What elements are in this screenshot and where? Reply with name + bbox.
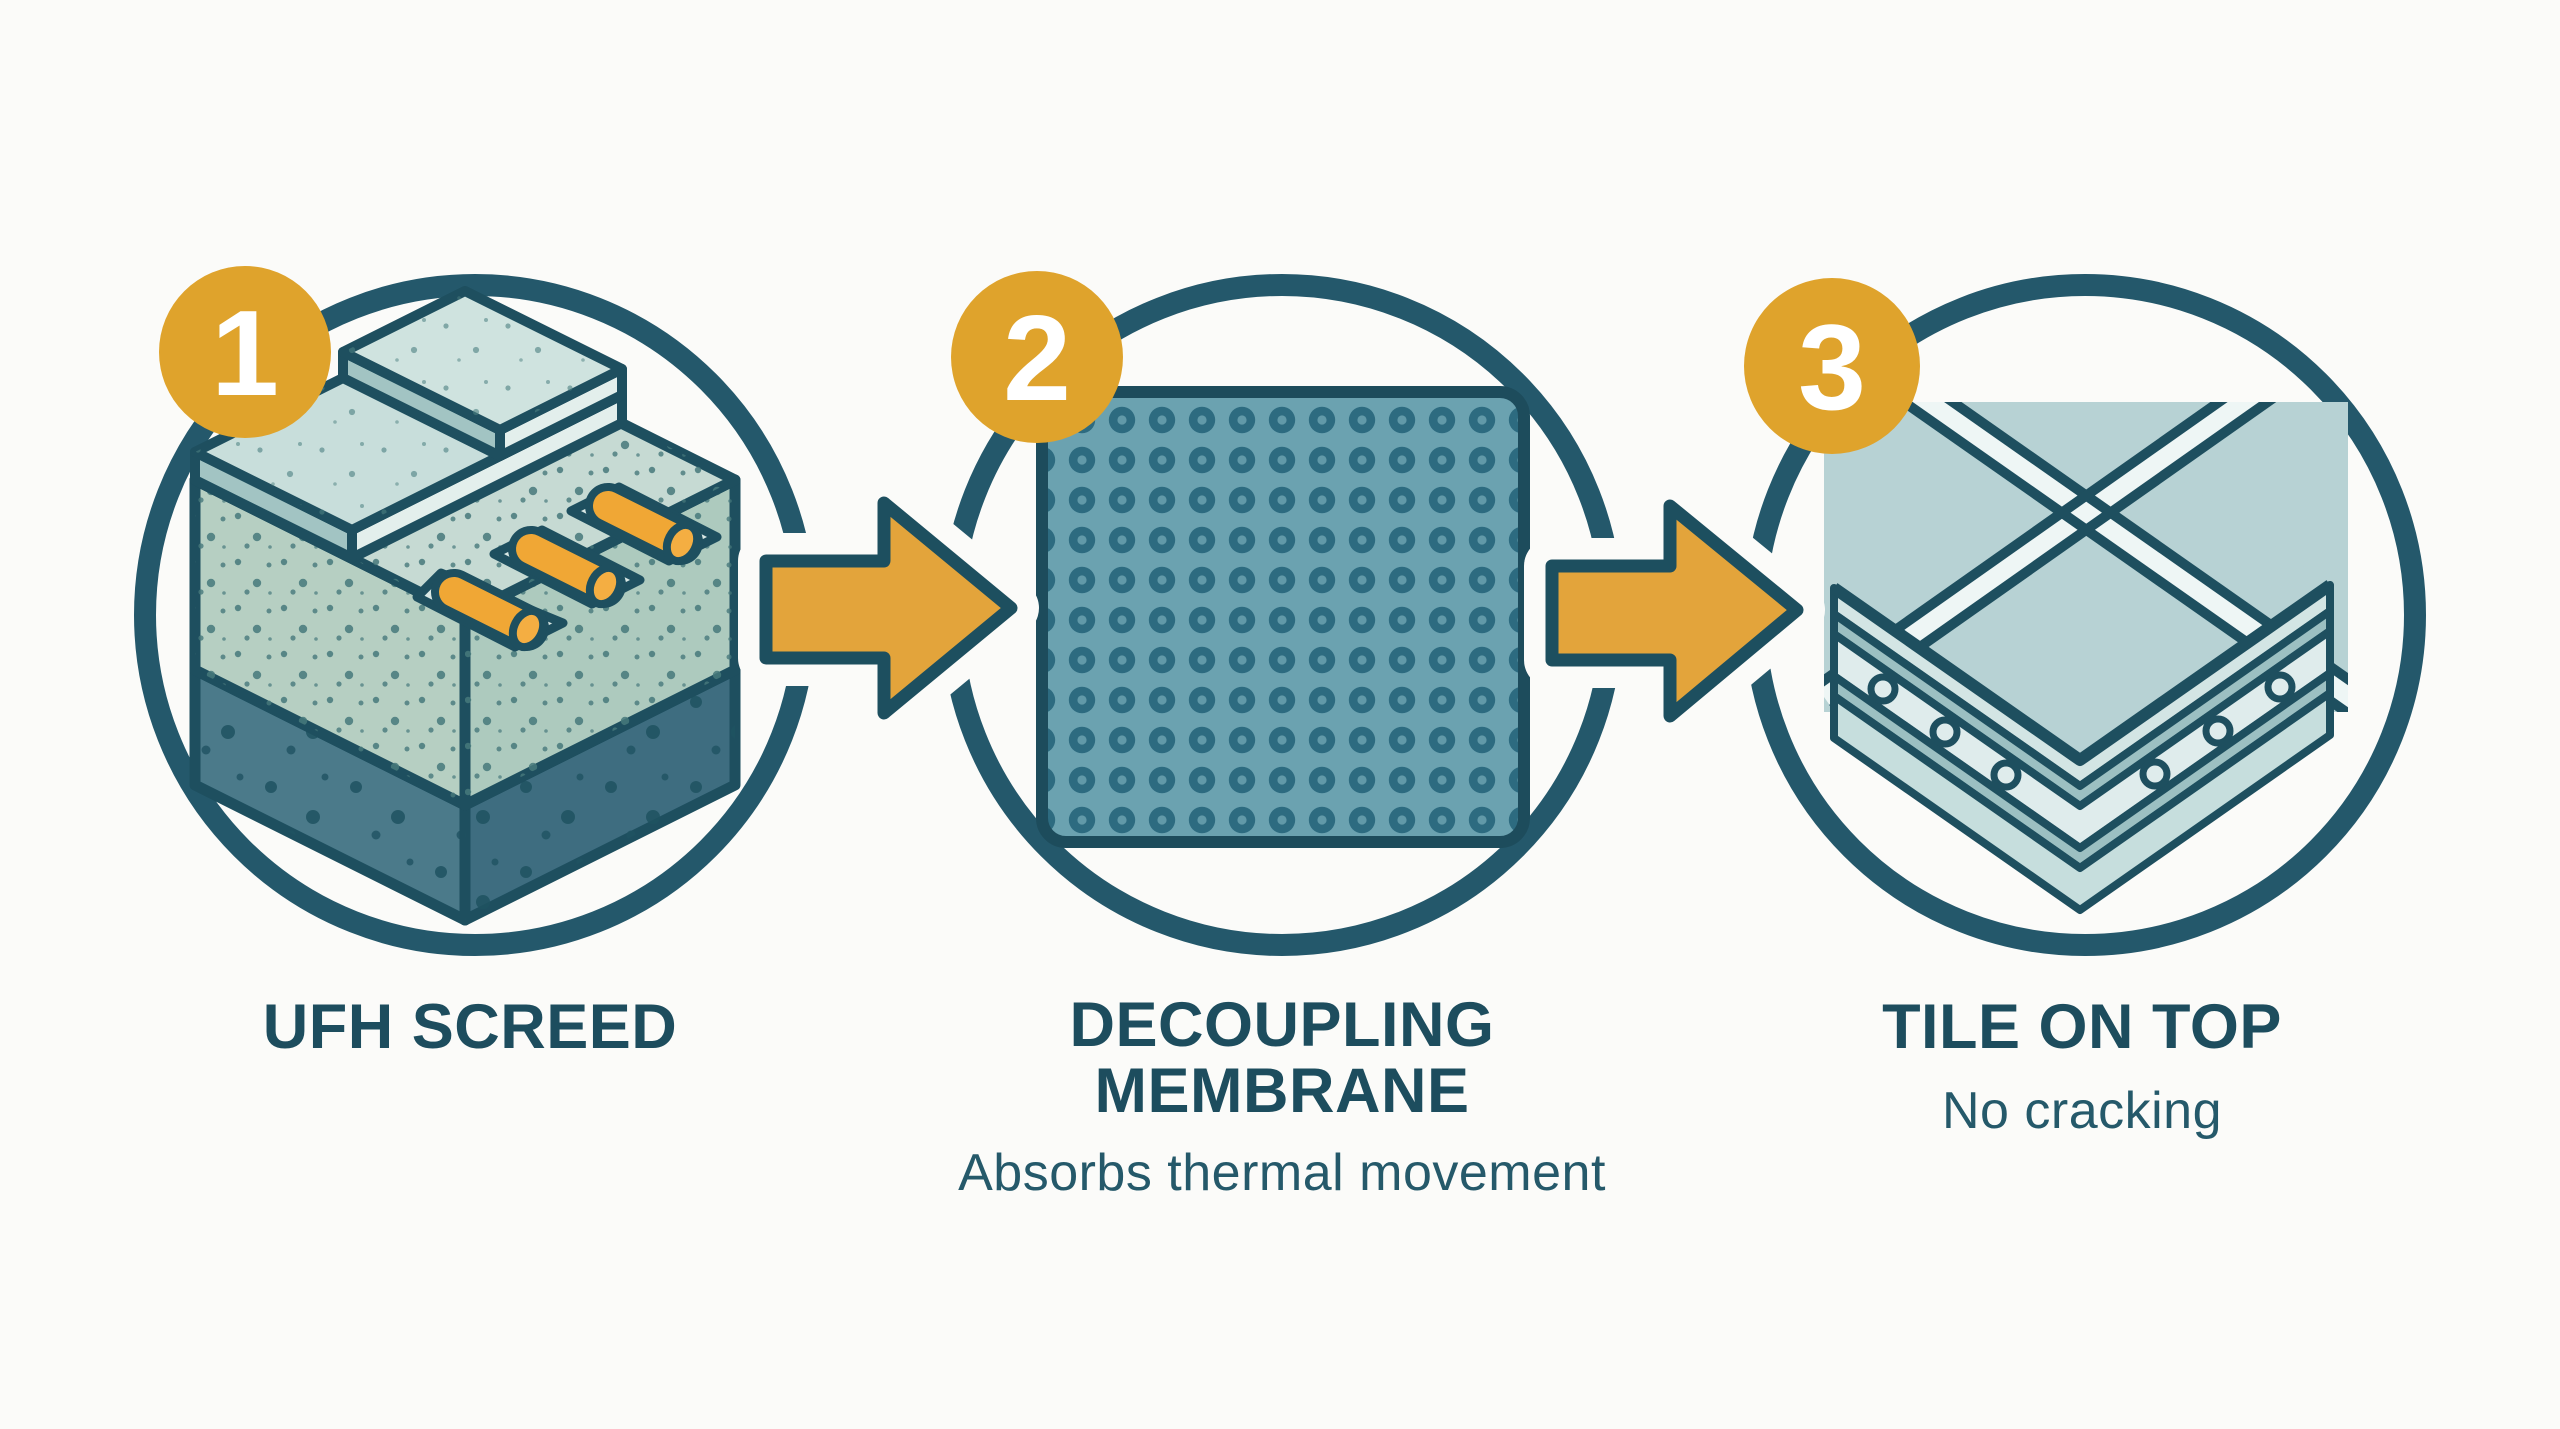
step-2-subtitle: Absorbs thermal movement: [958, 1144, 1606, 1202]
step-1-number: 1: [211, 285, 279, 421]
step-3-badge: 3: [1744, 278, 1920, 454]
heating-pipe: [585, 483, 703, 566]
ufh-screed-illustration: [189, 286, 741, 926]
step-2-badge: 2: [951, 271, 1123, 443]
membrane-squiggle: [1867, 671, 2296, 791]
step-3-subtitle: No cracking: [1942, 1082, 2222, 1140]
step-2-group: [941, 274, 1623, 956]
upper-slab: [338, 286, 627, 461]
step-2-number: 2: [1003, 290, 1071, 426]
step-3-title: TILE ON TOP: [1882, 992, 2282, 1062]
step-1-group: [134, 274, 816, 956]
step-2-title-line-2: MEMBRANE: [1095, 1056, 1470, 1126]
heating-pipes: [431, 483, 703, 652]
floor-layer-stack: [1830, 580, 2334, 914]
step-1-badge: 1: [159, 266, 331, 438]
decoupling-membrane-illustration: [1036, 386, 1530, 848]
step-3-group: [1744, 274, 2426, 956]
tile-on-top-illustration: [1824, 402, 2348, 914]
step-2-title-line-1: DECOUPLING: [1069, 990, 1494, 1060]
arrow-1-icon: [738, 475, 1039, 741]
step-3-number: 3: [1798, 299, 1866, 435]
arrow-2-icon: [1524, 478, 1825, 744]
step-1-title: UFH SCREED: [263, 992, 678, 1062]
heating-pipe: [431, 569, 549, 652]
heating-pipe: [508, 526, 626, 609]
